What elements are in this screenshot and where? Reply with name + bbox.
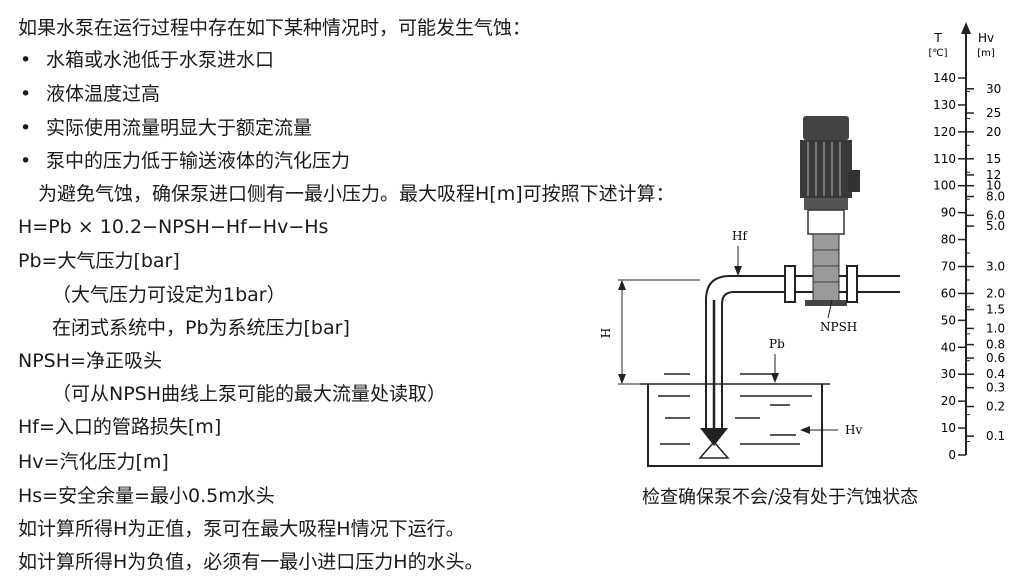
t-tick-label: 0	[948, 448, 956, 462]
temperature-vapor-scale: T [℃] Hv [m] 140130120110100908070605040…	[928, 22, 1005, 462]
t-tick-label: 120	[933, 125, 956, 139]
definition-pb-closed: 在闭式系统中，Pb为系统压力[bar]	[52, 317, 350, 339]
t-unit: [℃]	[928, 48, 947, 59]
hv-tick-label: 12	[986, 168, 1001, 182]
intro-text: 如果水泵在运行过程中存在如下某种情况时，可能发生气蚀：	[18, 17, 532, 39]
t-tick-label: 20	[941, 394, 956, 408]
scale-arrow-icon	[961, 22, 971, 34]
hv-tick-label: 5.0	[986, 219, 1005, 233]
bullet-item: 水箱或水池低于水泵进水口	[20, 48, 274, 72]
t-tick-label: 40	[941, 340, 956, 354]
hv-label: Hv	[845, 423, 862, 437]
definition-npsh: NPSH=净正吸头	[18, 350, 162, 372]
definition-hv: Hv=汽化压力[m]	[18, 451, 169, 473]
hv-tick-label: 25	[986, 106, 1001, 120]
t-tick-label: 60	[941, 286, 956, 300]
hv-tick-label: 1.5	[986, 303, 1005, 317]
h-label: H	[600, 328, 613, 338]
definition-hs: Hs=安全余量=最小0.5m水头	[18, 485, 275, 507]
definition-pb: Pb=大气压力[bar]	[18, 250, 180, 272]
hv-tick-label: 0.3	[986, 381, 1005, 395]
hf-arrow	[734, 266, 742, 276]
t-tick-label: 140	[933, 71, 956, 85]
hv-tick-label: 30	[986, 82, 1001, 96]
hv-tick-label: 1.0	[986, 321, 1005, 335]
hv-tick-label: 0.1	[986, 429, 1005, 443]
t-tick-label: 90	[941, 206, 956, 220]
hv-tick-label: 0.8	[986, 338, 1005, 352]
t-tick-label: 80	[941, 233, 956, 247]
pb-arrow	[771, 373, 779, 383]
hf-label: Hf	[732, 229, 748, 243]
h-dimension	[618, 279, 700, 385]
bullet-item: 泵中的压力低于输送液体的汽化压力	[20, 149, 350, 173]
t-tick-label: 100	[933, 179, 956, 193]
bullet-item: 实际使用流量明显大于额定流量	[20, 116, 312, 140]
formula: H=Pb × 10.2−NPSH−Hf−Hv−Hs	[18, 216, 329, 238]
conclusion-positive: 如计算所得H为正值，泵可在最大吸程H情况下运行。	[18, 518, 465, 540]
water-tank	[640, 373, 830, 467]
hv-tick-label: 6.0	[986, 208, 1005, 222]
hv-tick-label: 8.0	[986, 189, 1005, 203]
t-tick-label: 110	[933, 152, 956, 166]
conclusion-negative: 如计算所得H为负值，必须有一最小进口压力H的水头。	[18, 551, 484, 573]
suction-pipe	[698, 275, 900, 459]
definition-npsh-note: （可从NPSH曲线上泵可能的最大流量处读取）	[52, 383, 447, 405]
hv-tick-label: 0.2	[986, 400, 1005, 414]
hv-tick-label: 0.6	[986, 351, 1005, 365]
hv-tick-label: 20	[986, 125, 1001, 139]
t-tick-label: 70	[941, 260, 956, 274]
pb-label: Pb	[769, 337, 785, 351]
hv-unit: [m]	[977, 48, 995, 59]
hv-tick-label: 3.0	[986, 260, 1005, 274]
figure-caption: 检查确保泵不会/没有处于汽蚀状态	[642, 487, 919, 508]
pump-unit	[784, 116, 860, 306]
t-tick-label: 10	[941, 421, 956, 435]
t-tick-label: 30	[941, 367, 956, 381]
hv-arrow	[800, 426, 810, 434]
bullet-item: 液体温度过高	[20, 82, 160, 106]
npsh-label: NPSH	[820, 320, 857, 334]
hv-tick-label: 15	[986, 152, 1001, 166]
hv-tick-label: 0.4	[986, 367, 1005, 381]
hv-tick-label: 10	[986, 179, 1001, 193]
t-tick-label: 130	[933, 98, 956, 112]
avoid-text: 为避免气蚀，确保泵进口侧有一最小压力。最大吸程H[m]可按照下述计算：	[38, 183, 675, 205]
hv-title: Hv	[978, 31, 994, 45]
t-title: T	[933, 31, 942, 45]
hv-tick-label: 2.0	[986, 286, 1005, 300]
definition-pb-note: （大气压力可设定为1bar）	[52, 284, 286, 306]
pump-cavitation-diagram: H Hf NPSH Pb Hv T [℃] Hv [m] 14013012011…	[600, 22, 1005, 467]
definition-hf: Hf=入口的管路损失[m]	[18, 416, 222, 438]
t-tick-label: 50	[941, 313, 956, 327]
